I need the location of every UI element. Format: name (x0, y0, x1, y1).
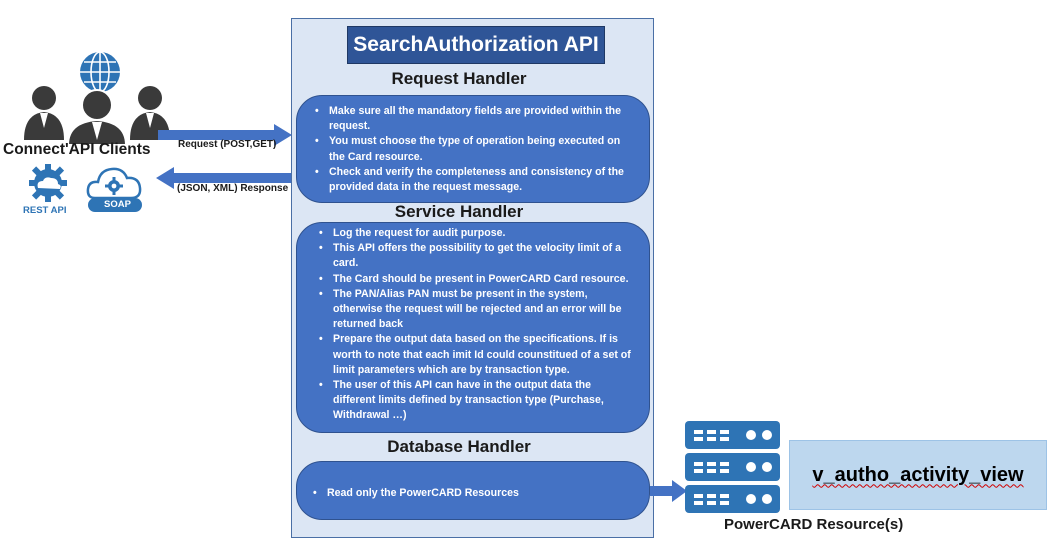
request-handler-box: Make sure all the mandatory fields are p… (296, 95, 650, 203)
request-handler-item: Check and verify the completeness and co… (311, 165, 637, 195)
clients-icon-group (24, 51, 170, 145)
service-handler-item: Prepare the output data based on the spe… (315, 332, 635, 378)
database-handler-title: Database Handler (387, 437, 531, 456)
request-arrow (158, 124, 292, 146)
rest-api-label: REST API (23, 205, 67, 216)
service-handler-item: The user of this API can have in the out… (315, 378, 635, 424)
response-arrow (156, 167, 292, 189)
request-handler-item: Make sure all the mandatory fields are p… (311, 104, 637, 134)
api-title: SearchAuthorization API (347, 26, 605, 64)
service-handler-item: This API offers the possibility to get t… (315, 241, 635, 271)
database-view-box: v_autho_activity_view (789, 440, 1047, 510)
powercard-resources-label: PowerCARD Resource(s) (724, 516, 904, 533)
clients-label: Connect'API Clients (3, 141, 151, 158)
service-handler-item: The PAN/Alias PAN must be present in the… (315, 287, 635, 333)
request-arrow-label: Request (POST,GET) (178, 139, 277, 150)
database-handler-item: Read only the PowerCARD Resources (309, 486, 637, 501)
service-handler-box: Log the request for audit purpose. This … (296, 222, 650, 433)
soap-cloud-icon (86, 167, 142, 212)
rest-api-gear-cloud-icon (29, 164, 67, 202)
database-handler-box: Read only the PowerCARD Resources (296, 461, 650, 520)
server-stack-icon (685, 421, 780, 513)
request-handler-item: You must choose the type of operation be… (311, 134, 637, 164)
service-handler-item: The Card should be present in PowerCARD … (315, 272, 635, 287)
request-handler-title: Request Handler (391, 69, 527, 88)
people-group-icon (24, 86, 170, 145)
globe-icon (80, 51, 120, 93)
database-arrow (650, 480, 687, 502)
database-view-name: v_autho_activity_view (812, 463, 1024, 486)
service-handler-title: Service Handler (394, 202, 524, 221)
service-handler-item: Log the request for audit purpose. (315, 226, 635, 241)
soap-label: SOAP (104, 199, 131, 210)
response-arrow-label: (JSON, XML) Response (177, 183, 289, 194)
